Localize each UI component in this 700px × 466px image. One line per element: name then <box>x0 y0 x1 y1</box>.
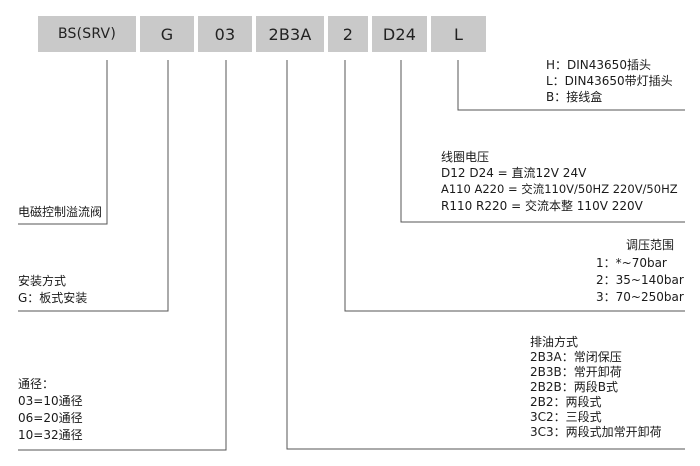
bore-item: 06=20通径 <box>18 411 83 425</box>
bore-item: 03=10通径 <box>18 394 83 408</box>
code-segment-bore: 03 <box>198 16 252 52</box>
drain-item: 2B2B：两段B式 <box>530 380 618 394</box>
code-segment-drain: 2B3A <box>256 16 324 52</box>
coil-title: 线圈电压 <box>441 150 490 164</box>
drain-item: 3C2：三段式 <box>530 410 602 424</box>
leader-mounting <box>18 60 169 312</box>
code-segment-coil: D24 <box>372 16 427 52</box>
mounting-item: G：板式安装 <box>18 291 88 305</box>
leader-pressure <box>344 60 685 312</box>
bore-title: 通径： <box>18 377 55 391</box>
drain-item: 3C3：两段式加常开卸荷 <box>530 425 662 439</box>
pressure-item: 2：35~140bar <box>596 273 684 287</box>
pressure-item: 1：*~70bar <box>596 256 667 270</box>
plug-item: B：接线盒 <box>546 90 603 104</box>
code-segment-model: BS(SRV) <box>38 16 136 52</box>
leader-coil <box>400 60 685 223</box>
code-segment-mounting: G <box>140 16 194 52</box>
pressure-item: 3：70~250bar <box>596 290 684 304</box>
leader-plug <box>457 60 685 111</box>
drain-title: 排油方式 <box>530 335 579 349</box>
plug-item: H：DIN43650插头 <box>546 58 651 72</box>
drain-item: 2B3A：常闭保压 <box>530 350 622 364</box>
leader-drain <box>286 60 685 450</box>
coil-item: R110 R220 = 交流本整 110V 220V <box>441 199 643 213</box>
mounting-title: 安装方式 <box>18 274 67 288</box>
bore-item: 10=32通径 <box>18 428 83 442</box>
drain-item: 2B2：两段式 <box>530 395 602 409</box>
drain-item: 2B3B：常开卸荷 <box>530 365 622 379</box>
valve-name-label: 电磁控制溢流阀 <box>18 205 103 219</box>
leader-bore <box>18 60 227 451</box>
coil-item: A110 A220 = 交流110V/50HZ 220V/50HZ <box>441 182 678 196</box>
code-segment-plug: L <box>431 16 486 52</box>
code-segment-pressure: 2 <box>328 16 368 52</box>
coil-item: D12 D24 = 直流12V 24V <box>441 166 587 180</box>
leader-model <box>18 60 108 225</box>
plug-item: L：DIN43650带灯插头 <box>546 74 673 88</box>
pressure-title: 调压范围 <box>626 238 675 252</box>
